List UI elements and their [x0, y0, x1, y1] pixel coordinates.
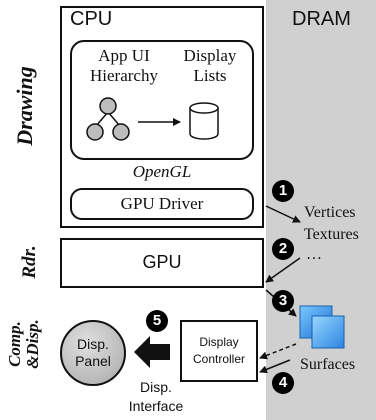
step-1-badge: 1 [272, 180, 294, 202]
gpu-label: GPU [142, 252, 182, 272]
surfaces-label: Surfaces [300, 356, 356, 373]
step-4-badge: 4 [272, 372, 294, 394]
display-controller-line1: Display [199, 335, 239, 349]
disp-panel-circle [60, 320, 126, 386]
drawing-box [70, 40, 254, 160]
disp-interface-label: Disp. Interface [116, 378, 196, 416]
driver-to-dram-arrow [265, 205, 301, 223]
database-icon [189, 102, 219, 140]
step-5-badge: 5 [146, 310, 168, 332]
tree-icon [86, 97, 130, 141]
step-3-badge: 3 [272, 290, 294, 312]
disp-interface-line1: Disp. [140, 379, 172, 395]
controller-to-panel-arrow [134, 336, 170, 368]
surfaces-to-controller-dashed-arrow [259, 343, 297, 360]
gpu-box [60, 238, 264, 288]
app-ui-line1: App UI [98, 46, 150, 65]
display-controller-line2: Controller [192, 352, 246, 366]
vertices-label: Vertices [304, 204, 356, 221]
opengl-label: OpenGL [132, 162, 192, 181]
disp-panel-label: Disp. Panel [60, 336, 126, 370]
step-2-badge: 2 [272, 238, 294, 260]
disp-panel-line2: Panel [75, 353, 111, 369]
dram-to-controller-arrow [259, 359, 291, 374]
textures-label: Textures [304, 226, 359, 243]
disp-interface-line2: Interface [128, 398, 184, 414]
dram-label: DRAM [292, 8, 351, 30]
display-controller-label: Display Controller [180, 334, 258, 368]
ellipsis-label: … [306, 246, 322, 263]
app-ui-hierarchy-label: App UI Hierarchy [74, 46, 174, 86]
cpu-label: CPU [70, 8, 113, 30]
dram-to-gpu-arrow [265, 257, 301, 283]
dram-region [266, 0, 376, 420]
gpu-driver-box [70, 188, 254, 220]
app-ui-line2: Hierarchy [90, 66, 158, 85]
display-controller-box [180, 320, 258, 382]
disp-panel-line1: Disp. [77, 336, 109, 352]
gpu-driver-label: GPU Driver [120, 194, 204, 213]
surfaces-icon [299, 305, 345, 349]
display-lists-line2: Lists [193, 66, 227, 85]
display-lists-line1: Display [183, 46, 237, 65]
display-lists-label: Display Lists [170, 46, 250, 86]
